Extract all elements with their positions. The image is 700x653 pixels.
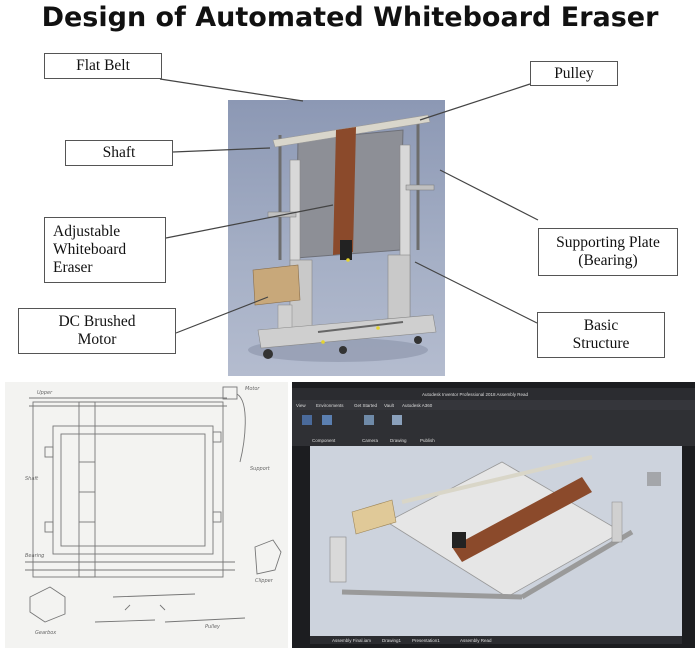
sketch-label-bearing: Bearing [25, 553, 44, 559]
label-dc-motor: DC Brushed Motor [18, 308, 176, 354]
ribbon-group-publish: Publish [420, 438, 435, 443]
menu-vault[interactable]: Vault [384, 403, 395, 408]
label-shaft: Shaft [65, 140, 173, 166]
label-structure-line2: Structure [572, 335, 630, 352]
doc-tab-presentation1[interactable]: Presentation1 [412, 638, 440, 643]
menu-environments[interactable]: Environments [316, 403, 344, 408]
ribbon-group-camera: Camera [362, 438, 379, 443]
doc-tab-assembly-final[interactable]: Assembly Final.iam [332, 638, 371, 643]
sketch-label-support: Support [250, 466, 271, 472]
label-plate-line2: (Bearing) [578, 252, 638, 269]
label-flat-belt: Flat Belt [44, 53, 162, 79]
page-title: Design of Automated Whiteboard Eraser [41, 2, 659, 33]
cad-render [228, 100, 445, 376]
whiteboard-eraser-render [248, 114, 437, 362]
label-structure-line1: Basic [583, 317, 619, 335]
menu-a360[interactable]: Autodesk A360 [402, 403, 433, 408]
label-eraser-line3: Eraser [53, 258, 93, 276]
label-eraser-line2: Whiteboard [53, 241, 127, 259]
software-photo: Autodesk Inventor Professional 2018 Asse… [292, 382, 695, 648]
label-basic-structure: Basic Structure [537, 312, 665, 358]
label-motor-line1: DC Brushed [58, 313, 136, 331]
inventor-screen: Autodesk Inventor Professional 2018 Asse… [292, 382, 695, 648]
hand-sketch: Upper Motor Shaft Bearing Support Clippe… [5, 382, 288, 648]
label-pulley: Pulley [530, 61, 618, 86]
sketch-label-upper: Upper [37, 390, 53, 396]
label-eraser-line1: Adjustable [53, 223, 121, 241]
ribbon-group-component: Component [312, 438, 336, 443]
sketch-drawing: Upper Motor Shaft Bearing Support Clippe… [25, 386, 282, 636]
inventor-window-title: Autodesk Inventor Professional 2018 Asse… [422, 392, 529, 397]
menu-view[interactable]: View [296, 403, 306, 408]
label-adjustable-eraser: Adjustable Whiteboard Eraser [44, 217, 166, 283]
sketch-label-clipper: Clipper [255, 578, 274, 584]
doc-tab-assembly-read[interactable]: Assembly Read [460, 638, 492, 643]
ribbon-group-drawing: Drawing [390, 438, 407, 443]
sketch-label-shaft: Shaft [25, 476, 39, 482]
sketch-label-gearbox: Gearbox [35, 630, 56, 636]
ribbon-icon-1[interactable] [302, 415, 312, 425]
sketch-label-motor: Motor [245, 386, 260, 392]
label-plate-line1: Supporting Plate [556, 234, 660, 252]
ribbon-icon-2[interactable] [322, 415, 332, 425]
label-motor-line2: Motor [77, 331, 117, 348]
ribbon-icon-3[interactable] [364, 415, 374, 425]
label-supporting-plate: Supporting Plate (Bearing) [538, 228, 678, 276]
menu-get-started[interactable]: Get Started [354, 403, 378, 408]
doc-tab-drawing1[interactable]: Drawing1 [382, 638, 402, 643]
ribbon-icon-4[interactable] [392, 415, 402, 425]
sketch-label-pulley: Pulley [205, 624, 221, 630]
